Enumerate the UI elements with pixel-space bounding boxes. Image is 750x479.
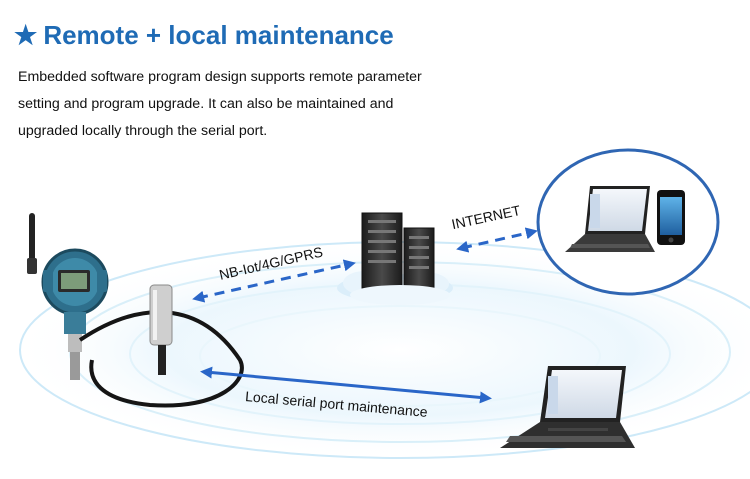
description-line-3: upgraded locally through the serial port…	[18, 123, 268, 139]
wireless-link-arrow	[192, 259, 356, 303]
page-title-text: Remote + local maintenance	[43, 20, 394, 50]
pressure-transmitter-icon	[27, 213, 244, 408]
internet-link-label: INTERNET	[450, 202, 522, 232]
description-line-2: setting and program upgrade. It can also…	[18, 96, 394, 112]
description-line-1: Embedded software program design support…	[18, 69, 422, 85]
remote-devices-icon	[536, 148, 720, 296]
description: Embedded software program design support…	[18, 64, 488, 145]
internet-link-arrow	[456, 227, 538, 253]
server-icon	[337, 212, 453, 305]
star-icon: ★	[14, 20, 38, 50]
local-link-arrow	[200, 366, 492, 404]
page-title: ★Remote + local maintenance	[14, 20, 394, 51]
local-laptop-icon	[500, 366, 635, 448]
